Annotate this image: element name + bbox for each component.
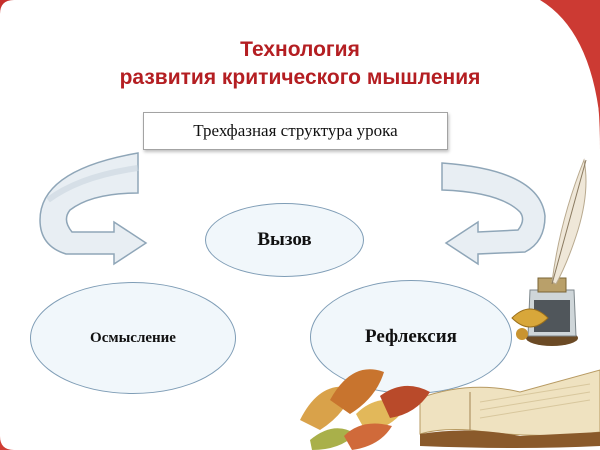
ornament-icon — [511, 308, 549, 340]
phase-reflection-label: Рефлексия — [365, 326, 457, 347]
left-curved-arrow — [39, 152, 148, 266]
structure-label: Трехфазная структура урока — [193, 121, 398, 140]
open-book-icon — [419, 369, 600, 448]
title-line-1: Технология — [240, 38, 360, 61]
phase-reflection: Рефлексия — [310, 280, 512, 394]
title-line-2: развития критического мышления — [119, 66, 481, 89]
phase-comprehension-label: Осмысление — [90, 329, 176, 346]
phase-challenge-label: Вызов — [257, 229, 312, 250]
quill-pen-icon — [551, 158, 587, 285]
right-curved-arrow — [441, 162, 546, 266]
autumn-leaves-icon — [300, 369, 430, 450]
structure-label-box: Трехфазная структура урока — [143, 112, 448, 150]
phase-comprehension: Осмысление — [30, 282, 236, 394]
phase-challenge: Вызов — [205, 203, 364, 277]
slide-title: Технология развития критического мышлени… — [60, 36, 540, 92]
